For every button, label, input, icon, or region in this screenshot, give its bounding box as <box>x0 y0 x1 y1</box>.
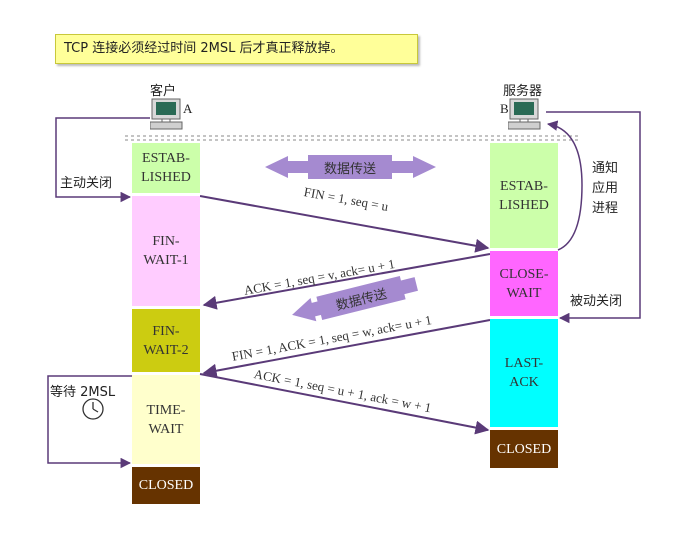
active-close-arrow <box>55 117 150 203</box>
message-arrow-fin <box>199 195 490 253</box>
clock-icon <box>82 398 104 420</box>
client-computer-icon <box>150 98 183 130</box>
wait-2msl-arrow <box>47 375 132 469</box>
message-arrow-ack2 <box>199 373 490 435</box>
server-title: 服务器 <box>503 84 543 99</box>
client-title: 客户 <box>150 84 177 99</box>
client-state-closed: CLOSED <box>132 467 200 504</box>
server-state-established: ESTAB- LISHED <box>490 143 558 248</box>
client-state-fin-wait-2: FIN- WAIT-2 <box>132 309 200 372</box>
client-letter: A <box>183 101 193 116</box>
client-state-established: ESTAB- LISHED <box>132 143 200 193</box>
wait-2msl-label: 等待 2MSL <box>50 385 116 400</box>
passive-close-arrow <box>546 111 641 324</box>
client-state-fin-wait-1: FIN- WAIT-1 <box>132 196 200 306</box>
message-arrow-finack <box>202 319 491 378</box>
client-state-time-wait: TIME- WAIT <box>132 375 200 464</box>
server-state-closed: CLOSED <box>490 430 558 468</box>
notify-app-label: 通知 应用 进程 <box>592 161 619 216</box>
server-computer-icon <box>508 98 541 130</box>
note-banner: TCP 连接必须经过时间 2MSL 后才真正释放掉。 <box>55 34 418 64</box>
active-close-label: 主动关闭 <box>60 176 113 191</box>
server-state-close-wait: CLOSE- WAIT <box>490 251 558 316</box>
server-letter: B <box>500 101 509 116</box>
message-arrow-ack1 <box>202 253 491 310</box>
data-transfer-label-1: 数据传送 <box>308 155 392 179</box>
passive-close-label: 被动关闭 <box>570 294 623 309</box>
server-state-last-ack: LAST- ACK <box>490 319 558 427</box>
notify-app-arrow <box>546 120 583 251</box>
